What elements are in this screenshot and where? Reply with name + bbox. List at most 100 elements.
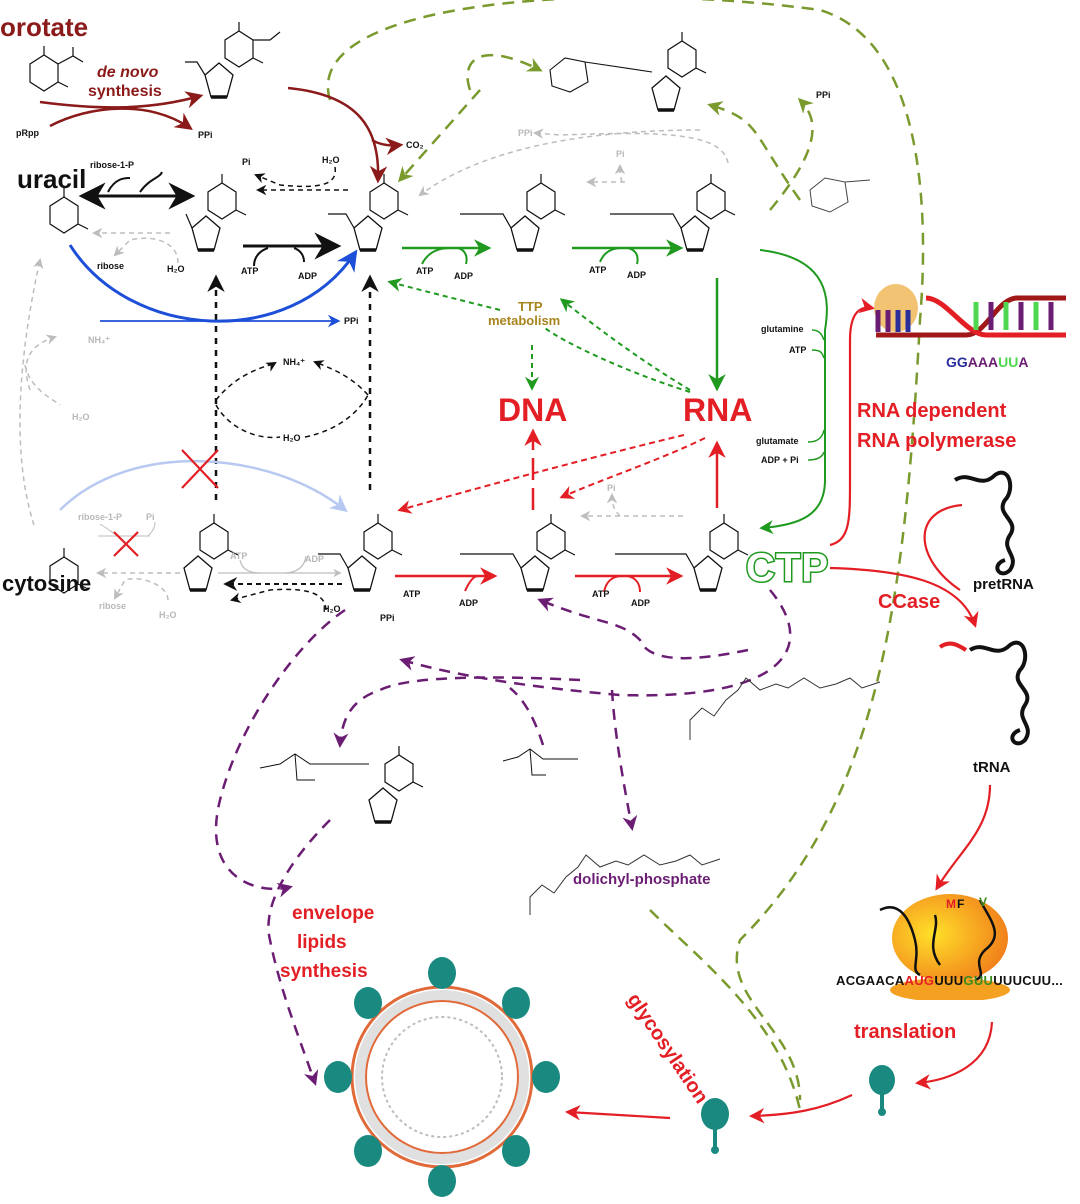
co2-label: CO₂ [406,140,424,150]
uracil-label: uracil [17,164,87,194]
ppi-label: PPi [380,613,395,623]
orotate-label: orotate [0,12,89,42]
atp-label: ATP [416,266,434,276]
atp-label: ATP [592,589,610,599]
pi-label: Pi [607,483,616,493]
rna-label: RNA [683,392,753,428]
adp-pi-label: ADP + Pi [761,455,799,465]
envelope-label: envelope [292,903,375,924]
atp-label: ATP [241,266,259,276]
virion-icon [324,957,560,1197]
ribosome-icon [879,894,1010,1000]
dna-label: DNA [498,392,568,428]
rdrp-label-line2: RNA polymerase [857,430,1017,452]
ttp-label: TTP [518,299,543,314]
gray-minor-arrows [19,128,729,601]
cdp-molecule [460,513,575,592]
dolichyl-phosphate-label: dolichyl-phosphate [573,871,711,888]
ppi-label: PPi [518,128,533,138]
atp-label: ATP [230,551,248,561]
olive-udp-glcnac [769,97,814,211]
spike-protein-translated-icon [869,1065,895,1116]
pi-label: Pi [146,512,155,522]
mrna-sequence: ACGAACAAUGUUUGUUUUUCUU... [836,974,1063,987]
ppi-label: PPi [816,90,831,100]
olive-to-ump [466,53,543,91]
ribose-1-p-label: ribose-1-P [90,160,135,170]
adp-label: ADP [627,270,647,280]
atp-label: ATP [403,589,421,599]
blocked-cross-icons [113,449,219,557]
h2o-label: H₂O [322,155,340,165]
lipid-synthesis-label: synthesis [280,961,368,982]
omp-molecule [185,21,281,99]
ribose-label: ribose [97,261,125,271]
seq-segment-start-codon: AUG [904,973,935,988]
pretrna-label: pretRNA [973,576,1034,593]
aa-m: M [946,897,956,911]
nh4-label: NH₄⁺ [88,335,111,345]
de-novo-arrows [39,86,404,184]
orotate-molecule [29,45,84,92]
glutamate-label: glutamate [756,436,799,446]
cross-icon [113,531,139,557]
olive-dolichyl-to-glyco [649,909,802,1111]
seq-segment: UUU [934,973,964,988]
trna-structure-icon [968,640,1030,746]
seq-segment: UU [998,354,1019,370]
udp-molecule [460,173,566,252]
uridine-molecule [185,173,247,252]
translation-label: translation [854,1021,957,1043]
seq-segment: UUUCUU... [993,973,1064,988]
udp-glcnac-molecule [549,31,707,112]
cross-icon [181,449,219,489]
rna-polymerase-duplex-icon [874,284,1066,338]
dolichyl-phosphate-molecule [529,854,721,915]
lipids-label: lipids [297,932,347,953]
synthesis-label: synthesis [88,83,162,100]
ribose-1-p-label: ribose-1-P [78,512,123,522]
cmp-molecule [318,513,403,592]
ump-molecule [328,173,409,252]
dolichol-molecule [689,677,881,740]
atp-label: ATP [589,265,607,275]
rdrp-sequence: GGAAAUUA [946,355,1028,369]
trna-label: tRNA [973,759,1011,776]
ctp-label: CTP [745,546,830,590]
nh4-label: NH₄⁺ [283,357,306,367]
metabolism-label: metabolism [488,313,561,328]
h2o-label: H₂O [167,264,185,274]
seq-segment: ACGAACA [836,973,905,988]
ccase-label: CCase [878,591,941,613]
h2o-label: H₂O [283,433,301,443]
pi-label: Pi [616,149,625,159]
seq-segment: A [1018,354,1029,370]
adp-label: ADP [454,271,474,281]
phosphatidic-acid-molecule [502,748,578,776]
cytidine-molecule [182,513,239,592]
adp-label: ADP [631,598,651,608]
blue-uracil-arrows [59,244,358,513]
aa-v: V [979,895,988,909]
olive-to-top-left [398,89,481,183]
olive-glcnac1p [707,101,802,201]
lipid-pathway-arrows [214,589,792,1086]
rdrp-label-line1: RNA dependent [857,400,1007,422]
atp-label: ATP [789,345,807,355]
red-cytidine-arrows [395,298,994,1124]
ppi-label: PPi [344,316,359,326]
ppi-label: PPi [198,130,213,140]
prpp-label: pRpp [16,128,39,138]
h2o-label: H₂O [159,610,177,620]
pretrna-structure-icon [953,470,1015,576]
glutamine-label: glutamine [761,324,804,334]
ribose-label: ribose [99,601,127,611]
pi-label: Pi [242,157,251,167]
cytosine-label: cytosine [2,571,92,596]
utp-molecule [610,173,736,252]
adp-label: ADP [298,271,318,281]
salvage-black-arrows [78,166,379,611]
glcnac-1p-molecule [809,177,871,213]
h2o-label: H₂O [72,412,90,422]
